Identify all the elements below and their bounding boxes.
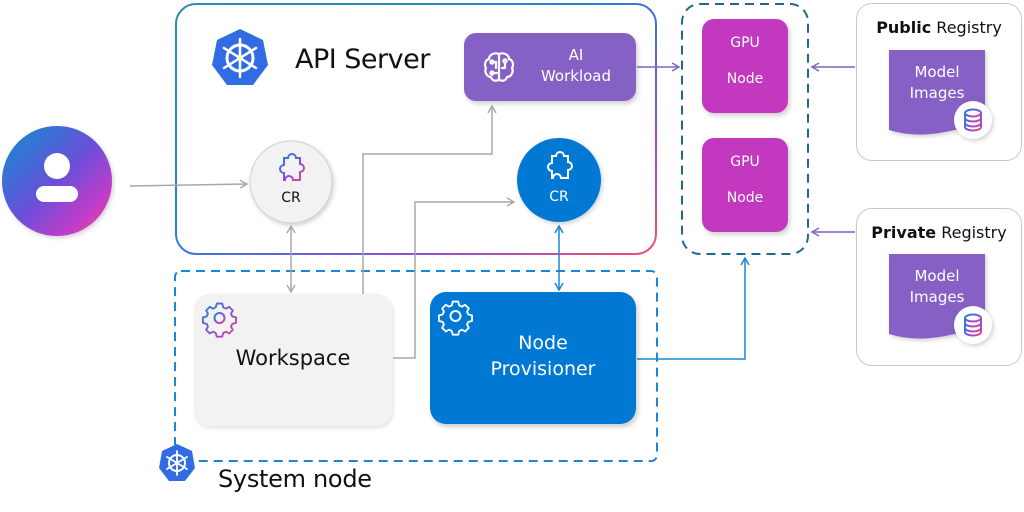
doc-label-line2: Images [909, 288, 965, 306]
workspace-label: Workspace [235, 346, 351, 370]
registry-title-rest: Registry [936, 223, 1007, 242]
node-provisioner-node[interactable]: Node Provisioner [430, 292, 636, 424]
node-provisioner-label-line2: Provisioner [490, 358, 596, 380]
public-model-images-label: Model Images [889, 62, 985, 104]
private-model-images-label: Model Images [889, 266, 985, 308]
gear-icon [202, 302, 237, 338]
user-avatar [2, 126, 112, 236]
kubernetes-logo-icon [212, 29, 268, 85]
system-node-container [174, 270, 658, 462]
doc-label-line2: Images [909, 84, 965, 102]
system-node-title: System node [218, 465, 372, 493]
node-provisioner-label-line1: Node [518, 332, 568, 354]
gpu-node[interactable]: GPU Node [702, 19, 788, 113]
puzzle-piece-icon [279, 153, 305, 181]
puzzle-piece-icon [547, 151, 573, 179]
gpu-node-label-line1: GPU [730, 35, 760, 51]
cr-user-label: CR [281, 190, 301, 206]
registry-title-bold: Public [876, 18, 932, 37]
kubernetes-logo-icon [159, 444, 195, 481]
connector-workspace-to-ai-workload [362, 104, 497, 294]
user-icon [36, 153, 78, 202]
doc-label-line1: Model [914, 63, 960, 81]
gear-icon [438, 300, 473, 336]
ai-workload-label-line2: Workload [540, 67, 612, 85]
gpu-node-label-line2: Node [726, 190, 764, 206]
private-registry-title: Private Registry [857, 223, 1021, 242]
registry-title-bold: Private [871, 223, 937, 242]
connector-user-to-cr [129, 179, 249, 189]
ai-workload-label-line1: AI [568, 46, 584, 64]
cr-user-label-wrap: CR [250, 190, 332, 210]
gpu-node[interactable]: GPU Node [702, 138, 788, 232]
registry-title-rest: Registry [931, 18, 1002, 37]
cr-provisioner-label: CR [549, 189, 569, 205]
brain-circuit-icon [483, 52, 515, 82]
cr-user-node[interactable] [249, 140, 333, 224]
gpu-node-label-line2: Node [726, 71, 764, 87]
cr-provisioner-label-wrap: CR [517, 189, 601, 209]
gpu-node-group [681, 3, 809, 255]
workspace-node[interactable]: Workspace [194, 294, 392, 426]
cr-provisioner-node[interactable] [517, 138, 601, 222]
public-registry-title: Public Registry [857, 18, 1021, 37]
connector-provisioner-to-gpu [637, 256, 750, 360]
api-server-title: API Server [295, 44, 430, 75]
ai-workload-node[interactable]: AI Workload [464, 33, 636, 101]
gpu-node-label-line1: GPU [730, 154, 760, 170]
doc-label-line1: Model [914, 267, 960, 285]
connector-workspace-to-cr [393, 197, 516, 359]
